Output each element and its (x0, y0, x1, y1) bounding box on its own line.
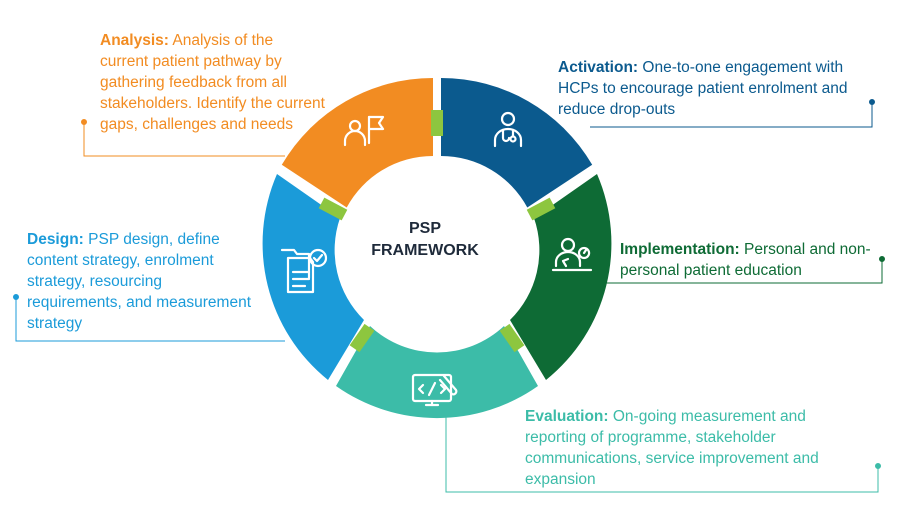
evaluation-callout: Evaluation: On-going measurement and rep… (525, 406, 870, 490)
connector-left (318, 197, 348, 221)
activation-callout: Activation: One-to-one engagement with H… (558, 57, 868, 120)
leader-lines (13, 99, 885, 493)
analysis-text: Analysis of the current patient pathway … (100, 32, 325, 133)
evaluation-segment (336, 326, 538, 419)
analysis-segment (281, 77, 433, 208)
folder-check-icon (280, 248, 328, 294)
center-title-line2: FRAMEWORK (371, 242, 479, 259)
connector-bottom-left (349, 323, 375, 353)
design-title: Design: (27, 231, 84, 248)
implementation-leader (590, 256, 885, 284)
evaluation-title: Evaluation: (525, 408, 609, 425)
center-title-line1: PSP (408, 220, 441, 237)
analysis-callout: Analysis: Analysis of the current patien… (100, 30, 325, 135)
design-text: PSP design, define content strategy, enr… (27, 231, 252, 332)
evaluation-text: On-going measurement and reporting of pr… (525, 408, 819, 488)
implementation-segment (510, 174, 612, 380)
implementation-callout: Implementation: Personal and non-persona… (620, 239, 882, 281)
center-title: PSP FRAMEWORK (350, 218, 500, 262)
activation-leader (590, 99, 875, 128)
implementation-title: Implementation: (620, 241, 740, 258)
activation-text: One-to-one engagement with HCPs to encou… (558, 59, 848, 118)
design-callout: Design: PSP design, define content strat… (27, 229, 257, 334)
design-leader (13, 294, 285, 342)
doctor-stethoscope-icon (493, 111, 523, 148)
monitor-code-wrench-icon (411, 373, 458, 407)
analysis-leader (81, 119, 285, 157)
activation-title: Activation: (558, 59, 639, 76)
implementation-text: Personal and non-personal patient educat… (620, 241, 871, 279)
person-flag-icon (343, 115, 385, 147)
connector-bottom-right (499, 323, 525, 353)
activation-segment (441, 78, 593, 208)
evaluation-leader (445, 402, 881, 493)
connector-right (526, 197, 556, 221)
teacher-apple-icon (551, 237, 593, 272)
connector-top (431, 110, 443, 136)
analysis-title: Analysis: (100, 32, 169, 49)
